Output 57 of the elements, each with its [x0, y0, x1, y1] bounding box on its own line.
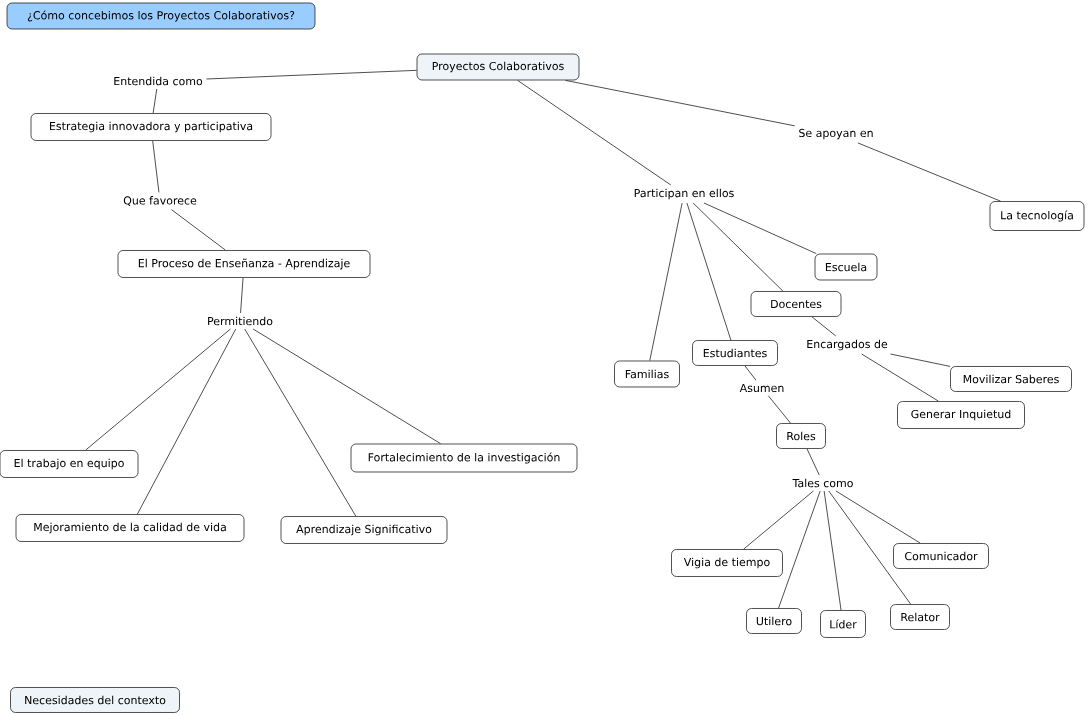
title-box: ¿Cómo concebimos los Proyectos Colaborativos? [6, 2, 316, 30]
linking-phrase: Asumen [739, 383, 784, 393]
concept-box: Estrategia innovadora y participativa [30, 113, 272, 141]
concept-box: Utilero [746, 608, 802, 634]
concept-box: Roles [776, 423, 826, 449]
concept-box: Comunicador [893, 543, 989, 569]
concept-box: La tecnología [989, 201, 1085, 231]
linking-phrase: Permitiendo [208, 316, 273, 326]
concept-box: El trabajo en equipo [0, 450, 139, 478]
connector-line [252, 328, 441, 444]
connector-line [744, 365, 757, 381]
connector-line [137, 328, 237, 515]
connector-line [517, 80, 672, 186]
connector-line [171, 209, 226, 251]
connector-line [743, 490, 814, 550]
linking-phrase: Que favorece [123, 196, 197, 206]
concept-box: Aprendizaje Significativo [280, 516, 448, 544]
concept-box: Familias [614, 360, 680, 388]
concept-box: Vigia de tiempo [671, 549, 783, 577]
connector-line [828, 490, 912, 605]
connector-line [152, 88, 158, 114]
connector-line [206, 69, 417, 80]
concept-box: Líder [820, 610, 866, 638]
connector-line [244, 328, 357, 517]
connector-line [692, 202, 784, 292]
linking-phrase: Encargados de [807, 339, 888, 351]
connector-line [778, 490, 821, 609]
connector-line [85, 328, 231, 451]
connector-line [649, 202, 683, 361]
connector-line [565, 80, 796, 127]
concept-box: Escuela [814, 253, 878, 281]
linking-phrase: Se apoyan en [799, 128, 873, 140]
connector-line [686, 202, 732, 341]
connector-line [240, 277, 244, 314]
concept-box: Relator [890, 604, 950, 630]
concept-box: Movilizar Saberes [950, 366, 1072, 392]
connector-line [835, 490, 921, 544]
linking-phrase: Tales como [792, 478, 853, 488]
linking-phrase: Entendida como [114, 76, 203, 86]
concept-box: Fortalecimiento de la investigación [350, 443, 578, 473]
concept-box: Proyectos Colaborativos [416, 53, 580, 81]
connector-line [767, 395, 791, 424]
connector-line [811, 316, 837, 337]
connector-line [703, 202, 817, 254]
concept-box: Mejoramiento de la calidad de vida [15, 514, 245, 542]
concept-box: Generar Inquietud [897, 401, 1025, 429]
connector-line [857, 142, 1001, 202]
connector-line [861, 353, 939, 402]
concept-box: Estudiantes [692, 340, 778, 366]
connector-line [152, 140, 160, 193]
concept-box: Docentes [750, 291, 842, 317]
linking-phrase: Participan en ellos [634, 188, 734, 200]
concept-box: Necesidades del contexto [10, 687, 180, 713]
concept-box: El Proceso de Enseñanza - Aprendizaje [117, 250, 371, 278]
connector-line [823, 490, 842, 611]
connector-line [806, 448, 820, 476]
connector-line [890, 353, 951, 367]
